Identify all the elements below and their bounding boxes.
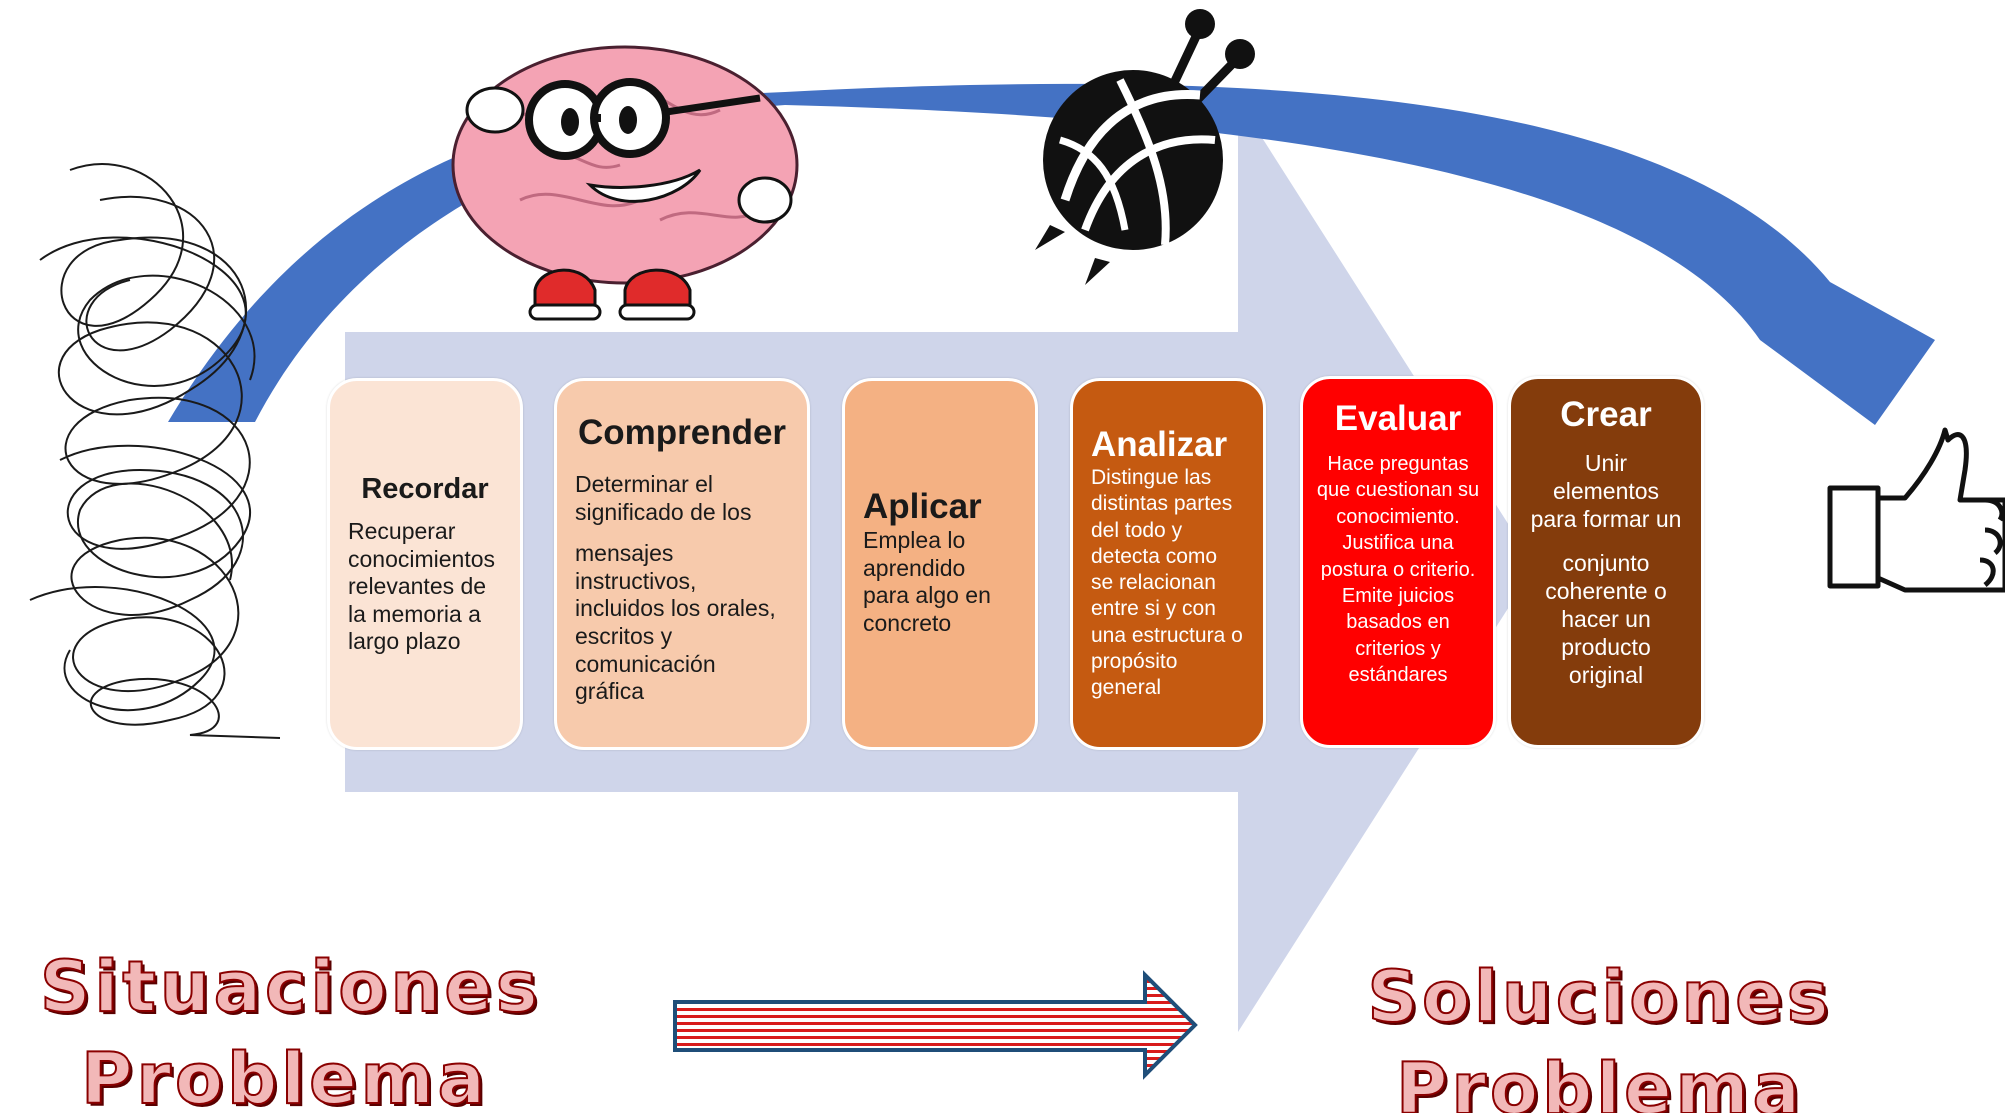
situaciones-label: Situaciones <box>39 946 542 1028</box>
step-title: Analizar <box>1091 425 1228 464</box>
problema-label-right: Problema <box>1395 1048 1804 1113</box>
step-title: Aplicar <box>863 487 982 526</box>
scribble-icon <box>29 163 281 739</box>
step-description: Distingue las distintas partes del todo … <box>1091 466 1243 699</box>
step-description: Recuperar conocimientos relevantes de la… <box>348 518 496 655</box>
step-card-recordar: Recordar Recuperar conocimientos relevan… <box>327 378 523 750</box>
brain-with-glasses-icon <box>451 45 799 321</box>
step-card-comprender: Comprender Determinar el significado de … <box>554 378 810 750</box>
step-title: Comprender <box>577 413 787 452</box>
step-description: Unir elementos para formar un <box>1530 450 1682 533</box>
step-card-aplicar: Aplicar Emplea lo aprendido para algo en… <box>842 378 1038 750</box>
step-description-continued: mensajes instructivos, incluidos los ora… <box>575 540 776 705</box>
thumbs-up-icon <box>1827 427 2005 593</box>
step-title: Recordar <box>361 473 489 505</box>
curved-blue-arrow <box>168 83 1935 425</box>
step-description: Hace preguntas que cuestionan su conocim… <box>1316 453 1480 687</box>
step-title: Crear <box>1560 395 1652 434</box>
step-title: Evaluar <box>1334 399 1462 438</box>
step-description: Emplea lo aprendido para algo en concret… <box>863 527 991 636</box>
problema-label-left: Problema <box>80 1038 489 1113</box>
striped-right-arrow-icon <box>673 970 1198 1080</box>
soluciones-label: Soluciones <box>1367 956 1833 1038</box>
yarn-ball-with-needles-icon <box>1035 9 1255 285</box>
step-card-evaluar: Evaluar Hace preguntas que cuestionan su… <box>1300 376 1496 748</box>
step-description: Determinar el significado de los <box>575 471 752 525</box>
step-description-continued: conjunto coherente o hacer un producto o… <box>1545 550 1667 689</box>
step-card-crear: Crear Unir elementos para formar un conj… <box>1508 376 1704 748</box>
step-card-analizar: Analizar Distingue las distintas partes … <box>1070 378 1266 750</box>
